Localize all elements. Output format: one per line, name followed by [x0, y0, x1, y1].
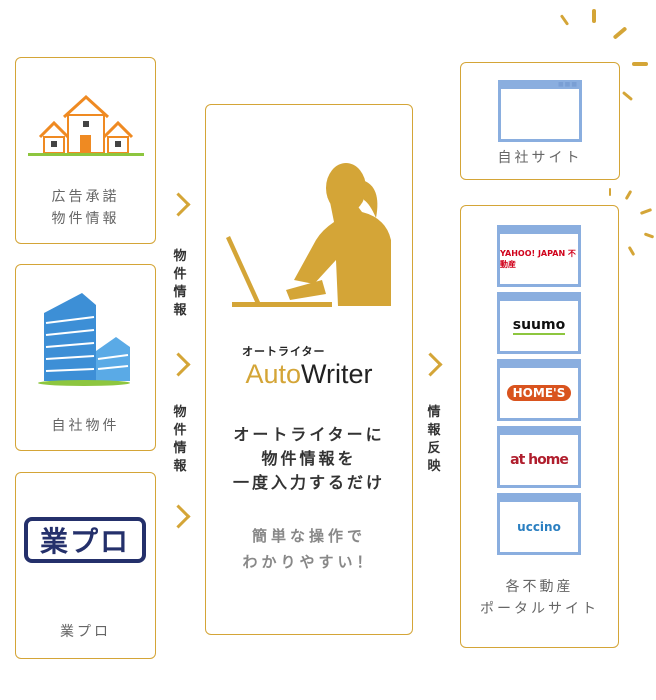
- portal-homes: HOME'S: [497, 359, 581, 421]
- sparkle-ray: [627, 245, 636, 257]
- portal-yahoo: YAHOO! JAPAN 不動産: [497, 225, 581, 287]
- building-icon: [38, 293, 130, 386]
- logo-writer: Writer: [301, 359, 373, 389]
- portal-label: 各不動産 ポータルサイト: [480, 579, 599, 617]
- sparkle-ray: [559, 14, 570, 26]
- headline: オートライターに 物件情報を 一度入力するだけ: [232, 425, 385, 492]
- portal-box: YAHOO! JAPAN 不動産 suumo HOME'S at home uc…: [460, 205, 619, 648]
- sparkle-ray: [612, 26, 628, 40]
- sparkle-ray: [632, 62, 648, 66]
- houses-icon: [28, 94, 144, 156]
- source-label: 自社物件: [51, 418, 120, 434]
- flow-label: 物件情報: [173, 405, 187, 474]
- source-label: 広告承諾 物件情報: [51, 189, 120, 227]
- arrow-right-icon: [418, 352, 443, 377]
- arrow-right-icon: [166, 504, 191, 529]
- arrow-right-icon: [166, 352, 191, 377]
- source-ad-approved: 広告承諾 物件情報: [15, 57, 156, 244]
- portal-athome: at home: [497, 426, 581, 488]
- subline: 簡単な操作で わかりやすい！: [242, 527, 376, 571]
- source-gyopro: 業プロ 業プロ: [15, 472, 156, 659]
- logo-auto: Auto: [245, 359, 302, 389]
- portal-suumo: suumo: [497, 292, 581, 354]
- portal-uccino: uccino: [497, 493, 581, 555]
- autowriter-logo: AutoWriter: [206, 359, 412, 390]
- browser-window-icon: ■■■: [498, 80, 582, 142]
- flow-label: 物件情報: [173, 249, 187, 318]
- own-site-label: 自社サイト: [497, 150, 583, 166]
- sparkle-ray: [592, 9, 596, 23]
- sparkle-ray: [639, 208, 653, 215]
- autowriter-panel: オートライター AutoWriter オートライターに 物件情報を 一度入力する…: [205, 104, 413, 635]
- sparkle-ray: [609, 188, 611, 196]
- arrow-right-icon: [166, 192, 191, 217]
- sparkle-ray: [624, 189, 633, 201]
- autowriter-kana: オートライター: [242, 345, 326, 358]
- own-site-box: ■■■ 自社サイト: [460, 62, 620, 180]
- sparkle-ray: [621, 90, 634, 102]
- flow-label: 情報反映: [427, 405, 441, 474]
- gyopro-logo: 業プロ: [24, 517, 146, 563]
- sparkle-ray: [643, 232, 655, 239]
- source-label: 業プロ: [60, 624, 111, 640]
- source-own-property: 自社物件: [15, 264, 156, 451]
- woman-at-laptop-icon: [226, 163, 391, 307]
